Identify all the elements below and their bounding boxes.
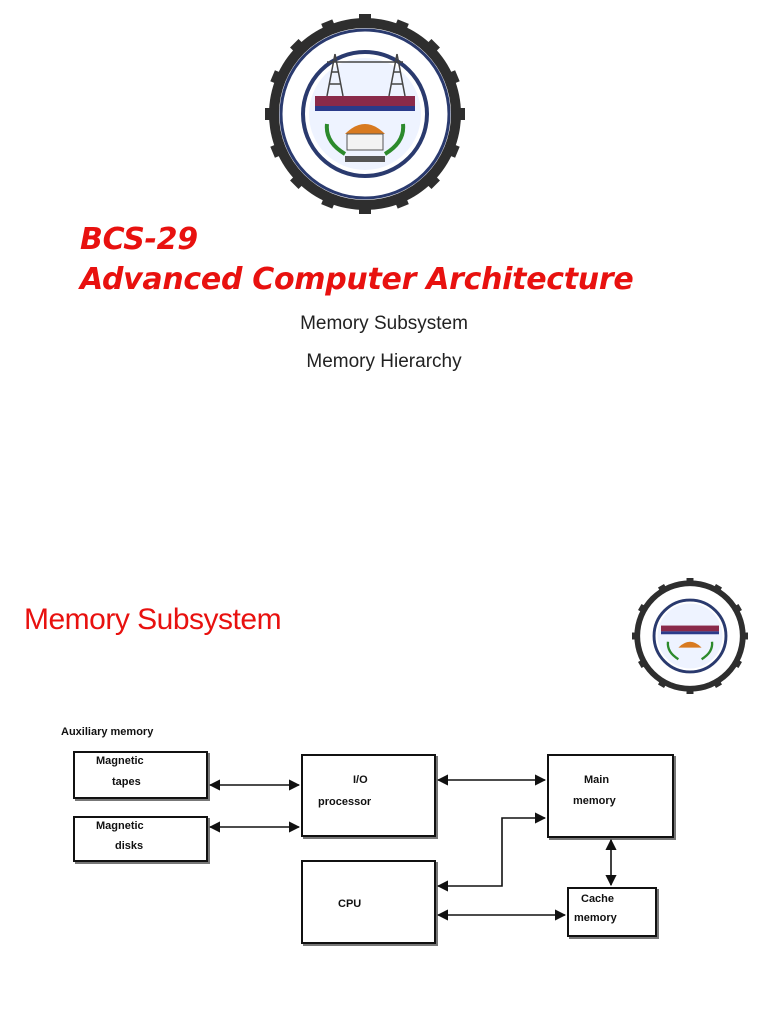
io-processor-box [301,754,436,837]
slide-title: Memory Subsystem [24,603,282,636]
magnetic-disks-label-2: disks [115,840,144,852]
io-processor-label-2: processor [318,796,372,808]
university-seal-icon [632,578,748,694]
course-code: BCS-29 [80,222,198,257]
main-memory-box [547,754,674,838]
subtitle-memory-subsystem: Memory Subsystem [300,313,468,334]
subtitle-memory-hierarchy: Memory Hierarchy [306,351,462,372]
cache-memory-box [567,887,657,937]
magnetic-tapes-box [73,751,208,799]
auxiliary-memory-label: Auxiliary memory [61,726,154,738]
io-processor-label-1: I/O [353,774,368,786]
cache-memory-label-2: memory [574,912,617,924]
cpu-label: CPU [338,898,362,910]
cache-memory-label-1: Cache [581,893,615,905]
course-title: Advanced Computer Architecture [80,262,634,297]
cpu-box [301,860,436,944]
main-memory-label-2: memory [573,795,616,807]
magnetic-tapes-label-2: tapes [112,776,141,788]
magnetic-disks-box [73,816,208,862]
magnetic-tapes-label-1: Magnetic [96,755,144,767]
university-seal-icon [265,14,465,214]
main-memory-label-1: Main [584,774,610,786]
magnetic-disks-label-1: Magnetic [96,820,144,832]
